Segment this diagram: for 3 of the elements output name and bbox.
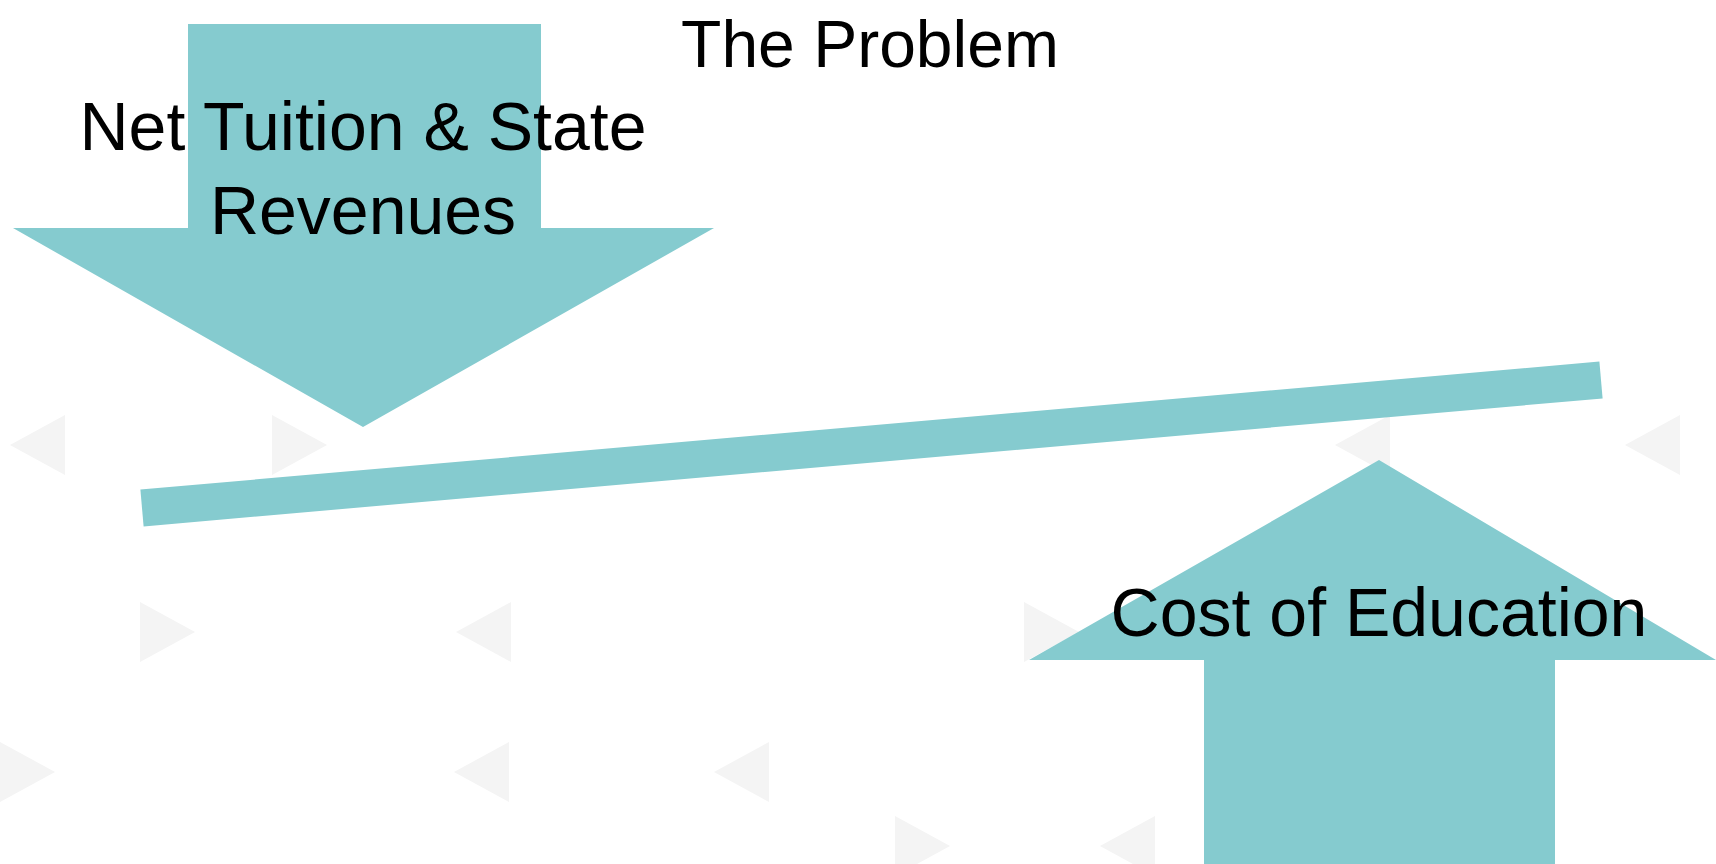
arrow-label: Cost of Education: [1109, 573, 1649, 652]
title: The Problem: [680, 6, 1060, 83]
arrow-label: Net Tuition & State Revenues: [78, 87, 648, 250]
